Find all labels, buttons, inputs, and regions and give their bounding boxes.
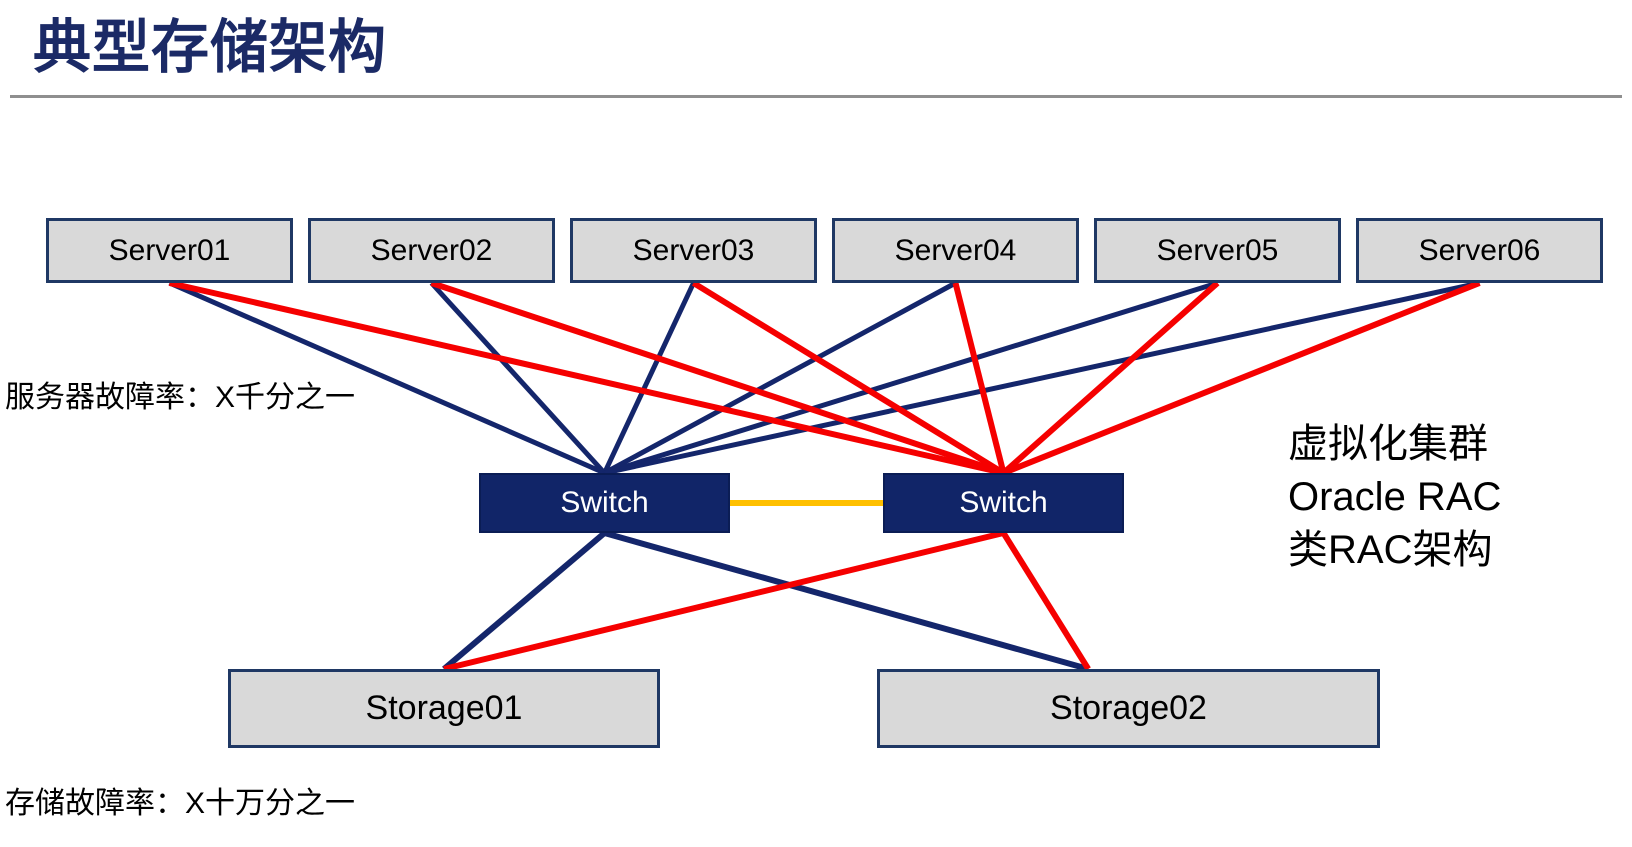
page-title: 典型存储架构 [33, 15, 388, 80]
storage-failure-note: 存储故障率：X十万分之一 [5, 787, 356, 820]
server-node-1: Server01 [46, 218, 293, 283]
edge-switch2-storage2 [1000, 531, 1091, 671]
edge-server5-switch1 [603, 280, 1219, 476]
server-node-4: Server04 [832, 218, 1079, 283]
storage-node-1: Storage01 [228, 669, 660, 748]
server-label: Server03 [632, 233, 755, 267]
server-label: Server05 [1156, 233, 1279, 267]
server-failure-note: 服务器故障率：X千分之一 [5, 381, 356, 414]
edge-server5-switch2 [1001, 280, 1220, 476]
cluster-note-line-3: 类RAC架构 [1288, 528, 1493, 572]
server-node-2: Server02 [308, 218, 555, 283]
edge-server4-switch1 [603, 280, 957, 476]
switch-label: Switch [959, 486, 1048, 519]
server-label: Server02 [370, 233, 493, 267]
edge-switch1-storage1 [442, 530, 607, 672]
edge-server2-switch2 [430, 280, 1005, 476]
server-label: Server01 [108, 233, 231, 267]
switch-label: Switch [560, 486, 649, 519]
edge-switch1-storage2 [603, 530, 1090, 672]
edge-server6-switch1 [603, 280, 1481, 476]
edge-server1-switch2 [168, 280, 1005, 476]
cluster-note-line-2: Oracle RAC [1288, 475, 1502, 519]
server-label: Server04 [894, 233, 1017, 267]
server-node-3: Server03 [570, 218, 817, 283]
server-label: Server06 [1418, 233, 1541, 267]
storage-label: Storage02 [1050, 689, 1207, 727]
storage-label: Storage01 [365, 689, 523, 727]
storage-node-2: Storage02 [877, 669, 1380, 748]
edge-server2-switch1 [429, 281, 607, 475]
edge-server3-switch1 [602, 281, 696, 475]
edge-server3-switch2 [691, 280, 1006, 476]
switch-node-1: Switch [479, 473, 730, 533]
server-node-6: Server06 [1356, 218, 1603, 283]
title-divider [10, 95, 1622, 98]
cluster-note: 虚拟化集群 Oracle RAC 类RAC架构 [1288, 418, 1501, 577]
cluster-note-line-1: 虚拟化集群 [1288, 422, 1488, 466]
edge-server4-switch2 [952, 282, 1007, 474]
edge-server6-switch2 [1002, 280, 1481, 476]
edge-switch2-storage1 [443, 530, 1005, 672]
switch-node-2: Switch [883, 473, 1124, 533]
server-node-5: Server05 [1094, 218, 1341, 283]
edge-server1-switch1 [168, 280, 606, 476]
